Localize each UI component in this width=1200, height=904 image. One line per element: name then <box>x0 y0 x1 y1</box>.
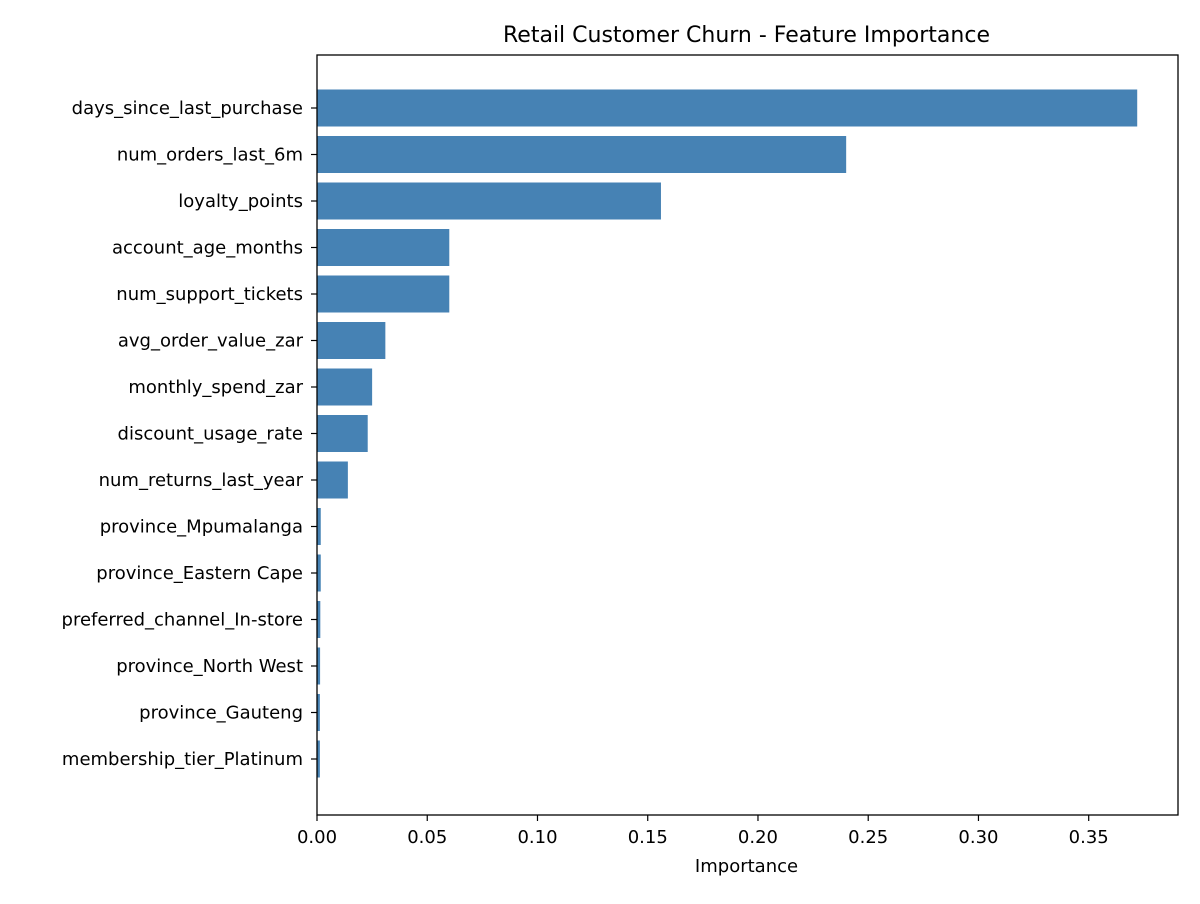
bar-8 <box>317 461 348 499</box>
y-tick-label: num_returns_last_year <box>99 470 304 491</box>
y-tick-label: loyalty_points <box>178 191 303 212</box>
bar-10 <box>317 554 321 592</box>
y-tick-label: avg_order_value_zar <box>118 331 304 352</box>
y-tick-label: province_Gauteng <box>139 703 303 724</box>
x-tick-label: 0.00 <box>297 827 337 848</box>
bar-0 <box>317 89 1138 127</box>
x-tick-label: 0.25 <box>848 827 888 848</box>
y-tick-label: account_age_months <box>112 238 303 259</box>
bar-11 <box>317 601 321 638</box>
plot-area-frame <box>316 54 1179 816</box>
bar-4 <box>317 275 450 313</box>
bar-3 <box>317 229 450 266</box>
bar-1 <box>317 136 847 173</box>
x-tick-label: 0.15 <box>628 827 668 848</box>
y-tick-label: num_support_tickets <box>116 284 303 305</box>
bar-2 <box>317 182 661 220</box>
y-axis-ticks: days_since_last_purchase num_orders_last_… <box>62 98 317 770</box>
x-axis-label: Importance <box>695 856 798 877</box>
bar-14 <box>317 740 320 778</box>
bar-6 <box>317 368 373 406</box>
bar-5 <box>317 322 386 359</box>
bars-layer <box>317 89 1138 778</box>
x-axis-ticks: 0.00 0.05 0.10 0.15 0.20 0.25 0.30 0.35 <box>297 815 1109 848</box>
y-tick-label: num_orders_last_6m <box>117 145 303 166</box>
bar-13 <box>317 694 320 731</box>
y-tick-label: discount_usage_rate <box>118 424 303 445</box>
x-tick-label: 0.10 <box>517 827 557 848</box>
y-tick-label: province_Mpumalanga <box>100 517 303 538</box>
y-tick-label: days_since_last_purchase <box>72 98 303 119</box>
y-tick-label: province_Eastern Cape <box>96 563 303 584</box>
x-tick-label: 0.30 <box>958 827 998 848</box>
x-tick-label: 0.35 <box>1069 827 1109 848</box>
bar-7 <box>317 415 368 452</box>
x-tick-label: 0.20 <box>738 827 778 848</box>
y-tick-label: preferred_channel_In-store <box>62 610 303 631</box>
y-tick-label: monthly_spend_zar <box>128 377 303 398</box>
y-tick-label: province_North West <box>116 656 303 677</box>
bar-9 <box>317 508 321 545</box>
y-tick-label: membership_tier_Platinum <box>62 749 303 770</box>
chart-title: Retail Customer Churn - Feature Importan… <box>503 23 990 48</box>
x-tick-label: 0.05 <box>407 827 447 848</box>
bar-12 <box>317 647 321 685</box>
